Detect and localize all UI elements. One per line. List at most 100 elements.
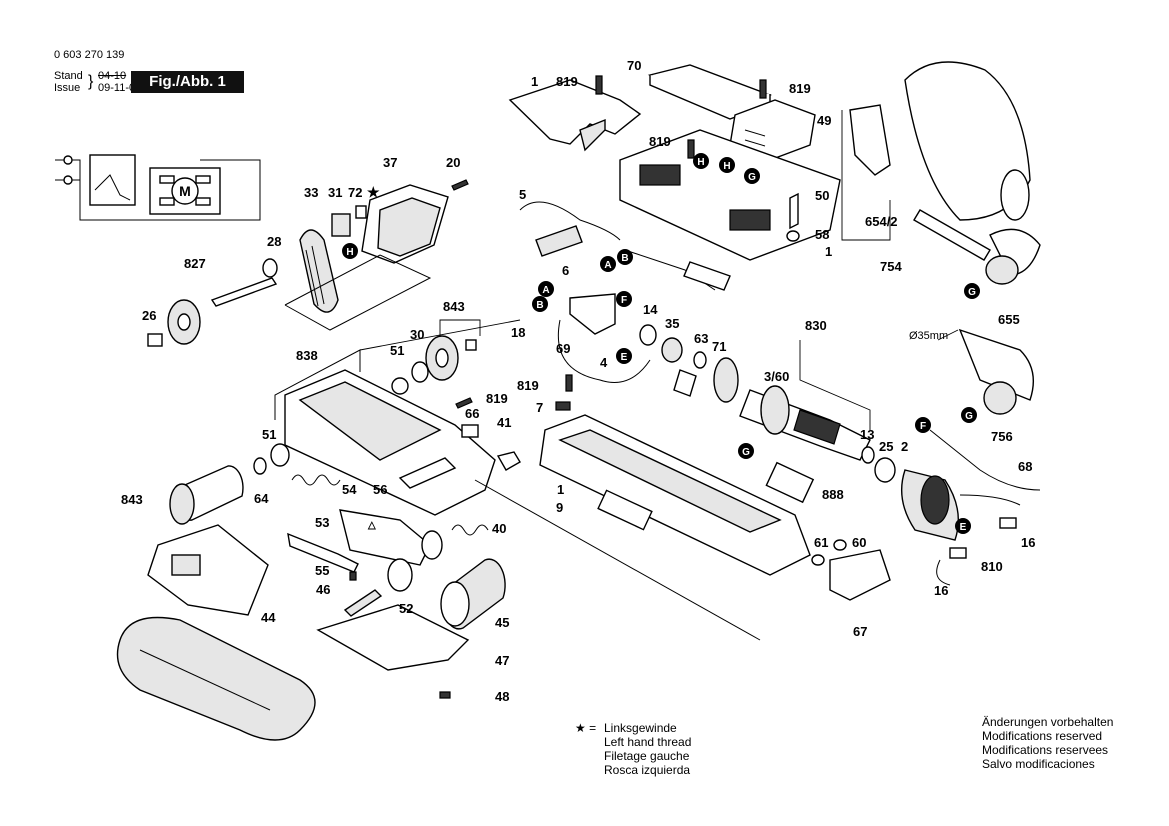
legend-line-3: Filetage gauche <box>604 749 690 763</box>
stand-value: 04-10 <box>98 70 127 82</box>
label-838: 838 <box>296 348 318 363</box>
svg-text:H: H <box>723 161 730 172</box>
top-housing <box>508 64 841 291</box>
pulley-843-top <box>391 319 481 395</box>
callout-b-1: B <box>617 249 633 265</box>
dust-bag-assembly <box>841 61 1041 415</box>
label-70: 70 <box>627 58 641 73</box>
svg-text:G: G <box>748 172 756 183</box>
label-52: 52 <box>399 601 413 616</box>
drive-belt-assembly <box>147 179 469 347</box>
label-35mm: Ø35mm <box>909 330 948 342</box>
label-26: 26 <box>142 308 156 323</box>
callout-g-2: G <box>738 443 754 459</box>
label-843: 843 <box>121 492 143 507</box>
callout-e-1: E <box>616 348 632 364</box>
callout-e-2: E <box>955 518 971 534</box>
issue-label: Issue <box>54 82 81 94</box>
callout-f-2: F <box>915 417 931 433</box>
notice-line-4: Salvo modificaciones <box>982 757 1095 771</box>
label-64: 64 <box>254 491 269 506</box>
label-18: 18 <box>511 325 525 340</box>
label-1: 1 <box>531 74 538 89</box>
notice-line-1: Änderungen vorbehalten <box>982 715 1114 729</box>
svg-text:B: B <box>536 300 543 311</box>
label-60: 60 <box>852 535 866 550</box>
label-72: 72 <box>348 185 362 200</box>
svg-text:H: H <box>346 247 353 258</box>
label-20: 20 <box>446 155 460 170</box>
brace-glyph: } <box>88 73 94 90</box>
callout-b-2: B <box>532 296 548 312</box>
label-810: 810 <box>981 559 1003 574</box>
rear-roller-assembly: △ <box>116 443 506 741</box>
svg-text:F: F <box>621 295 627 306</box>
label-31: 31 <box>328 185 342 200</box>
svg-text:A: A <box>542 285 549 296</box>
label-819: 819 <box>789 81 811 96</box>
notice-line-2: Modifications reserved <box>982 729 1103 743</box>
callout-markers: H H H G G G G A A B B F F E E <box>342 153 980 534</box>
label-51: 51 <box>262 427 276 442</box>
label-4: 4 <box>600 355 608 370</box>
label-1: 1 <box>557 482 564 497</box>
label-3-60: 3/60 <box>764 369 789 384</box>
label-25: 25 <box>879 439 893 454</box>
part-number-labels: 1 819 70 819 49 819 50 58 1 5 6 37 20 33… <box>121 58 1035 704</box>
label-61: 61 <box>814 535 828 550</box>
legend-line-2: Left hand thread <box>604 735 692 749</box>
label-55: 55 <box>315 563 329 578</box>
legend-line-4: Rosca izquierda <box>604 763 691 777</box>
label-50: 50 <box>815 188 829 203</box>
label-14: 14 <box>643 302 658 317</box>
label-819: 819 <box>517 378 539 393</box>
label-827: 827 <box>184 256 206 271</box>
label-888: 888 <box>822 487 844 502</box>
label-58: 58 <box>815 227 829 242</box>
notice-line-3: Modifications reservees <box>982 743 1109 757</box>
label-2: 2 <box>901 439 908 454</box>
label-16: 16 <box>934 583 948 598</box>
label-68: 68 <box>1018 459 1032 474</box>
label-819: 819 <box>649 134 671 149</box>
lower-housing <box>474 293 891 641</box>
callout-a-2: A <box>538 281 554 297</box>
issue-value: 09-11-04 <box>98 82 142 94</box>
callout-h-2: H <box>693 153 709 169</box>
label-67: 67 <box>853 624 867 639</box>
motor-assembly <box>639 324 1041 586</box>
callout-g-1: G <box>744 168 760 184</box>
label-13: 13 <box>860 427 874 442</box>
part-number: 0 603 270 139 <box>54 49 125 61</box>
label-9: 9 <box>556 500 563 515</box>
label-754: 754 <box>880 259 902 274</box>
label-655: 655 <box>998 312 1020 327</box>
label-28: 28 <box>267 234 281 249</box>
callout-g-4: G <box>961 407 977 423</box>
label-51: 51 <box>390 343 404 358</box>
label-45: 45 <box>495 615 509 630</box>
legend-symbol: ★ = <box>575 721 597 735</box>
svg-text:A: A <box>604 260 611 271</box>
figure-label: Fig./Abb. 1 <box>131 71 244 93</box>
label-33: 33 <box>304 185 318 200</box>
label-69: 69 <box>556 341 570 356</box>
label-819: 819 <box>486 391 508 406</box>
label-40: 40 <box>492 521 506 536</box>
label-63: 63 <box>694 331 708 346</box>
label-16: 16 <box>1021 535 1035 550</box>
label-37: 37 <box>383 155 397 170</box>
belt-frame <box>274 319 521 516</box>
label-54: 54 <box>342 482 357 497</box>
stand-label: Stand <box>54 70 83 82</box>
label-49: 49 <box>817 113 831 128</box>
label-7: 7 <box>536 400 543 415</box>
svg-text:△: △ <box>367 520 376 531</box>
svg-text:F: F <box>920 421 926 432</box>
label-654-2: 654/2 <box>865 214 898 229</box>
label-30: 30 <box>410 327 424 342</box>
callout-a-1: A <box>600 256 616 272</box>
wiring-schematic: M <box>55 154 261 221</box>
label-756: 756 <box>991 429 1013 444</box>
